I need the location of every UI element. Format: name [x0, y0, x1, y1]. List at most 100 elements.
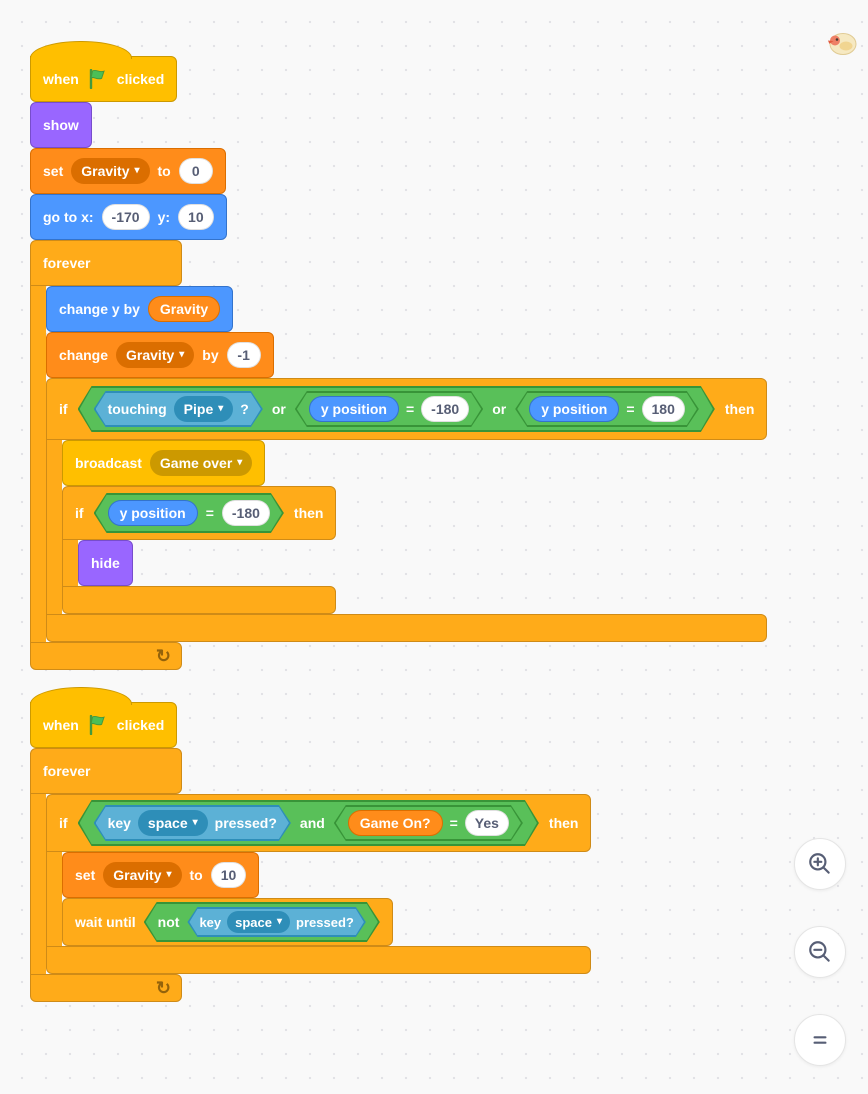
- forever-label: forever: [43, 255, 91, 271]
- dropdown-arrow-icon: ▾: [192, 817, 198, 828]
- forever-header[interactable]: forever: [30, 240, 182, 286]
- script-2: when clicked forever if: [30, 686, 592, 1002]
- if-block-outer[interactable]: if touching Pipe ▾: [46, 378, 768, 642]
- y-position-reporter[interactable]: y position: [108, 500, 198, 526]
- when-flag-clicked-block[interactable]: when clicked: [30, 41, 178, 102]
- if-footer[interactable]: [46, 946, 592, 974]
- y-position-reporter[interactable]: y position: [309, 396, 399, 422]
- key-label: key: [107, 815, 131, 831]
- forever-footer[interactable]: ↻: [30, 642, 182, 670]
- broadcast-message-dropdown[interactable]: Game over ▾: [149, 450, 253, 476]
- green-flag-icon: [87, 69, 109, 89]
- dropdown-arrow-icon: ▾: [277, 916, 283, 927]
- if-footer[interactable]: [46, 614, 768, 642]
- value-input[interactable]: 0: [178, 158, 213, 184]
- value-input[interactable]: Yes: [465, 810, 509, 836]
- wait-until-label: wait until: [75, 914, 136, 930]
- forever-block[interactable]: forever if key s: [30, 748, 592, 1002]
- key-dropdown[interactable]: space ▾: [227, 911, 290, 933]
- and-label: and: [299, 815, 325, 831]
- equals-operator-block[interactable]: y position = -180: [295, 391, 483, 427]
- variable-name: Gravity: [81, 163, 130, 179]
- variable-dropdown[interactable]: Gravity ▾: [71, 158, 150, 184]
- set-label: set: [43, 163, 64, 179]
- pressed-label: pressed?: [296, 914, 354, 930]
- if-header[interactable]: if touching Pipe ▾: [46, 378, 768, 440]
- change-variable-block[interactable]: change Gravity ▾ by -1: [46, 332, 274, 378]
- question-label: ?: [240, 401, 249, 417]
- game-on-variable-reporter[interactable]: Game On?: [348, 810, 443, 836]
- set-variable-block[interactable]: set Gravity ▾ to 10: [62, 852, 260, 898]
- and-operator-block[interactable]: key space ▾ pressed? and: [78, 800, 539, 846]
- if-label: if: [75, 505, 84, 521]
- wait-until-block[interactable]: wait until not key space: [62, 898, 393, 946]
- forever-block[interactable]: forever change y by Gravity change Gravi…: [30, 240, 768, 670]
- if-spine: [62, 540, 78, 586]
- then-label: then: [293, 505, 324, 521]
- zoom-in-button[interactable]: [794, 838, 846, 890]
- if-block-inner[interactable]: if y position = -180 then: [62, 486, 337, 614]
- sprite-thumbnail-icon: [824, 28, 860, 58]
- value-input[interactable]: 10: [210, 862, 247, 888]
- to-label: to: [157, 163, 171, 179]
- not-label: not: [157, 914, 180, 930]
- if-header[interactable]: if y position = -180 then: [62, 486, 337, 540]
- set-label: set: [75, 867, 96, 883]
- key-dropdown[interactable]: space ▾: [138, 810, 208, 836]
- then-label: then: [548, 815, 579, 831]
- zoom-out-button[interactable]: [794, 926, 846, 978]
- y-label: y:: [157, 209, 171, 225]
- go-to-x-label: go to x:: [43, 209, 94, 225]
- not-operator-block[interactable]: not key space ▾: [144, 902, 380, 942]
- touching-label: touching: [107, 401, 167, 417]
- y-input[interactable]: 10: [178, 204, 214, 230]
- value-input[interactable]: 180: [642, 396, 685, 422]
- set-variable-block[interactable]: set Gravity ▾ to 0: [30, 148, 226, 194]
- touching-block[interactable]: touching Pipe ▾ ?: [94, 391, 263, 427]
- value-input[interactable]: -180: [421, 396, 469, 422]
- forever-footer[interactable]: ↻: [30, 974, 182, 1002]
- when-flag-clicked-block[interactable]: when clicked: [30, 687, 178, 748]
- equals-operator-block[interactable]: Game On? = Yes: [334, 805, 523, 841]
- value-input[interactable]: -180: [222, 500, 270, 526]
- variable-name: Gravity: [126, 347, 175, 363]
- if-block[interactable]: if key space ▾: [46, 794, 592, 974]
- touching-target-dropdown[interactable]: Pipe ▾: [174, 396, 234, 422]
- if-spine: [46, 852, 62, 946]
- dropdown-arrow-icon: ▾: [218, 403, 224, 414]
- value-input[interactable]: -1: [226, 342, 261, 368]
- if-header[interactable]: if key space ▾: [46, 794, 592, 852]
- equals-label: =: [205, 505, 214, 521]
- change-y-by-block[interactable]: change y by Gravity: [46, 286, 234, 332]
- key-pressed-block[interactable]: key space ▾ pressed?: [94, 805, 291, 841]
- forever-header[interactable]: forever: [30, 748, 182, 794]
- equals-label: =: [405, 401, 415, 417]
- clicked-label: clicked: [116, 717, 165, 733]
- equals-operator-block[interactable]: y position = -180: [94, 493, 284, 533]
- zoom-reset-button[interactable]: [794, 1014, 846, 1066]
- equals-label: =: [449, 815, 458, 831]
- gravity-variable-reporter[interactable]: Gravity: [147, 296, 221, 322]
- forever-spine: [30, 794, 46, 974]
- forever-spine: [30, 286, 46, 642]
- if-footer[interactable]: [62, 586, 337, 614]
- equals-operator-block[interactable]: y position = 180: [515, 391, 699, 427]
- green-flag-icon: [87, 715, 109, 735]
- or-operator-block[interactable]: touching Pipe ▾ ? or: [78, 386, 715, 432]
- variable-dropdown[interactable]: Gravity ▾: [103, 862, 182, 888]
- go-to-xy-block[interactable]: go to x: -170 y: 10: [30, 194, 227, 240]
- broadcast-block[interactable]: broadcast Game over ▾: [62, 440, 266, 486]
- show-block[interactable]: show: [30, 102, 92, 148]
- variable-dropdown[interactable]: Gravity ▾: [116, 342, 195, 368]
- variable-name: Gravity: [113, 867, 162, 883]
- when-label: when: [43, 71, 79, 87]
- x-input[interactable]: -170: [101, 204, 150, 230]
- hide-block[interactable]: hide: [78, 540, 133, 586]
- key-pressed-block[interactable]: key space ▾ pressed?: [187, 907, 365, 937]
- to-label: to: [189, 867, 203, 883]
- y-position-reporter[interactable]: y position: [529, 396, 619, 422]
- dropdown-arrow-icon: ▾: [237, 457, 243, 468]
- or-label: or: [492, 401, 507, 417]
- key-name: space: [235, 914, 273, 930]
- or-label: or: [271, 401, 286, 417]
